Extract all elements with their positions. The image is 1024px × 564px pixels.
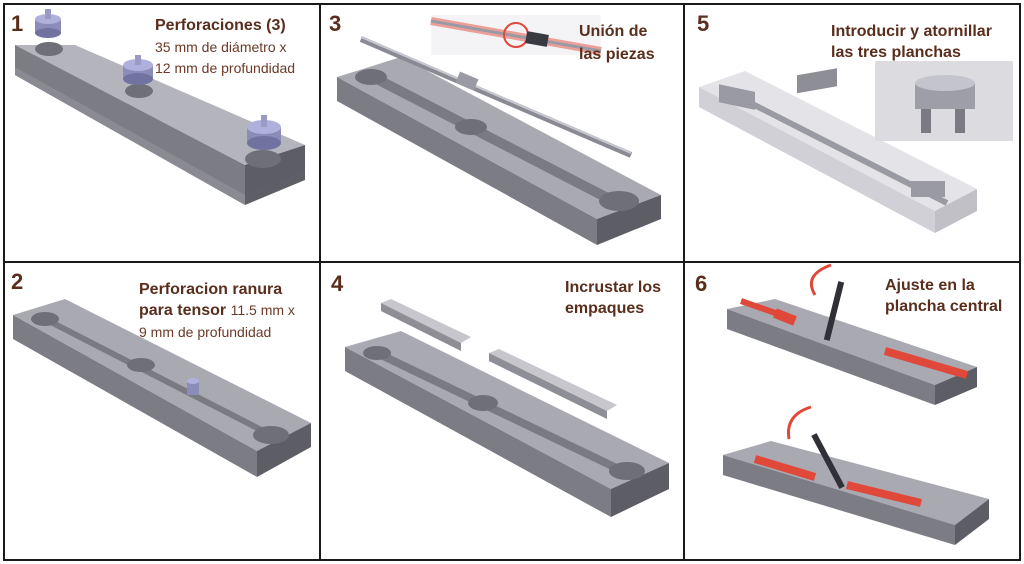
step-detail-inline: 11.5 mm x bbox=[231, 302, 295, 318]
plate-part-2 bbox=[797, 68, 837, 93]
step-number: 2 bbox=[11, 269, 23, 295]
step-number: 5 bbox=[697, 11, 709, 37]
central-plate-bottom bbox=[723, 407, 989, 545]
zoom-inset bbox=[875, 61, 1013, 141]
step-title-line-2: plancha central bbox=[885, 296, 1002, 317]
step-title: Perforaciones (3) bbox=[155, 15, 286, 36]
grid-divider-h1 bbox=[5, 261, 1019, 263]
step-number: 4 bbox=[331, 271, 343, 297]
step-detail-line: 9 mm de profundidad bbox=[139, 322, 271, 343]
grid-divider-v1 bbox=[319, 5, 321, 559]
step-title-line-2: las piezas bbox=[579, 44, 655, 65]
step-5-panel: 5 Introducir y atornillar las tres planc… bbox=[685, 5, 1019, 261]
step-3-panel: 3 Unión de las piezas bbox=[321, 5, 683, 261]
step-detail-line-2: 12 mm de profundidad bbox=[155, 58, 295, 79]
instruction-grid: 1 Perforaciones (3) 35 mm de diámetro x … bbox=[3, 3, 1021, 561]
step-title-line-2: las tres planchas bbox=[831, 42, 961, 63]
step-number: 1 bbox=[11, 11, 23, 37]
step-6-panel: 6 Ajuste en la plancha central bbox=[685, 263, 1019, 559]
drill-cap-1 bbox=[35, 9, 61, 38]
step-4-panel: 4 Incrustar los empaques bbox=[321, 263, 683, 559]
step-title-line-1: Introducir y atornillar bbox=[831, 21, 992, 42]
step-number: 3 bbox=[329, 11, 341, 37]
step-number: 6 bbox=[695, 271, 707, 297]
step-title-line-1: Ajuste en la bbox=[885, 275, 975, 296]
plate-part-3 bbox=[911, 181, 945, 197]
step-title-line-2: empaques bbox=[565, 298, 644, 319]
grid-divider-v2 bbox=[683, 5, 685, 559]
step-title-line-1: Perforacion ranura bbox=[139, 279, 282, 300]
step-title-line-1: Unión de bbox=[579, 21, 647, 42]
step-1-panel: 1 Perforaciones (3) 35 mm de diámetro x … bbox=[5, 5, 319, 261]
step-detail-line-1: 35 mm de diámetro x bbox=[155, 37, 287, 58]
step-title-line-1: Incrustar los bbox=[565, 277, 661, 298]
drill-cap-3 bbox=[247, 115, 281, 150]
slot-drill-bit bbox=[187, 378, 199, 395]
step-2-panel: 2 Perforacion ranura para tensor 11.5 mm… bbox=[5, 263, 319, 559]
step-title-line-2-text: para tensor bbox=[139, 302, 226, 319]
drill-cap-2 bbox=[123, 55, 153, 85]
detail-inset bbox=[431, 15, 601, 55]
step-title-line-2: para tensor 11.5 mm x bbox=[139, 300, 295, 321]
